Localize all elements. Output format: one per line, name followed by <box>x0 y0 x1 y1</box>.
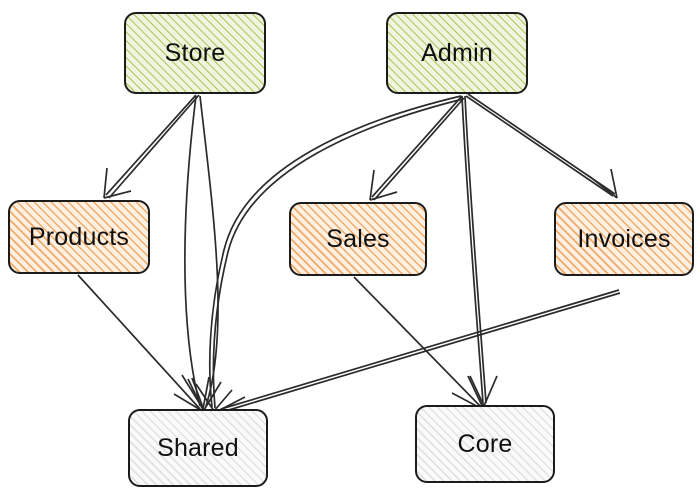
node-store[interactable]: Store <box>124 12 266 94</box>
edge-admin-sales <box>369 95 465 201</box>
edge-store-products <box>103 94 200 199</box>
node-label-store: Store <box>164 38 226 67</box>
edge-sales-core <box>353 276 485 411</box>
node-label-core: Core <box>457 429 513 458</box>
node-label-shared: Shared <box>157 433 239 462</box>
node-label-admin: Admin <box>421 38 493 67</box>
node-label-products: Products <box>28 222 130 251</box>
node-label-sales: Sales <box>326 224 390 253</box>
node-core[interactable]: Core <box>415 405 555 483</box>
node-shared[interactable]: Shared <box>128 409 268 487</box>
edge-admin-shared <box>195 95 464 412</box>
edge-invoices-shared <box>215 289 621 417</box>
edge-admin-core <box>461 95 498 407</box>
node-invoices[interactable]: Invoices <box>554 202 694 276</box>
node-sales[interactable]: Sales <box>289 202 427 276</box>
node-admin[interactable]: Admin <box>386 12 528 94</box>
node-label-invoices: Invoices <box>577 224 671 253</box>
edge-admin-invoices <box>465 93 618 199</box>
edge-store-shared-b <box>191 95 222 411</box>
node-products[interactable]: Products <box>8 200 150 274</box>
